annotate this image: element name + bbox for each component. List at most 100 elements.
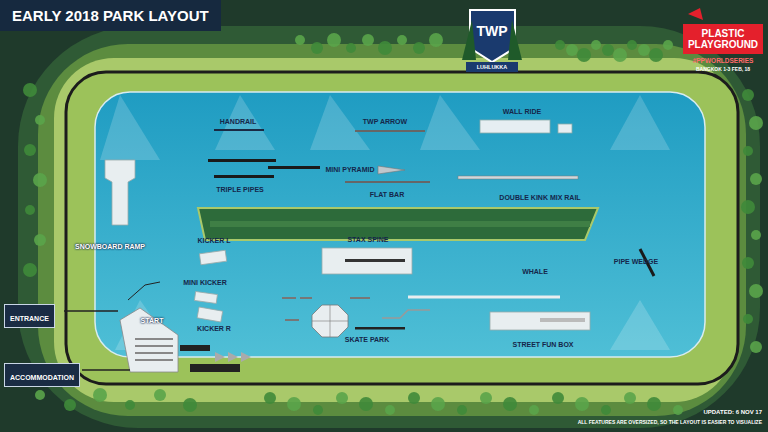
- light-beams: [100, 95, 670, 350]
- tree: [327, 33, 341, 47]
- feature-label: TWP: [476, 24, 507, 39]
- tree: [601, 405, 611, 415]
- place-name: ACCOMMODATION: [10, 374, 74, 381]
- feature-label: BANGKOK 1-3 FEB, 18: [696, 67, 750, 73]
- tree: [25, 205, 35, 215]
- feature-label: MINI PYRAMID: [326, 166, 375, 174]
- feature-label: FLAT BAR: [370, 191, 404, 199]
- tree: [287, 397, 301, 411]
- tree: [663, 40, 673, 50]
- cable-track: [66, 72, 738, 384]
- tree: [749, 116, 763, 130]
- feature-label: MINI KICKER: [183, 279, 227, 287]
- tree: [742, 89, 754, 101]
- tree: [750, 341, 762, 353]
- tree: [503, 397, 517, 411]
- feature-label: ALL FEATURES ARE OVERSIZED, SO THE LAYOU…: [578, 420, 762, 426]
- tree: [359, 397, 373, 411]
- place-box: ENTRANCE: [4, 304, 55, 328]
- feature-label: SNOWBOARD RAMP: [75, 243, 145, 251]
- tree: [362, 34, 374, 46]
- inner-field: [54, 58, 734, 402]
- feature-label: TRIPLE PIPES: [216, 186, 263, 194]
- tree: [613, 48, 627, 62]
- tree: [555, 40, 565, 50]
- tree: [23, 83, 37, 97]
- tree: [673, 405, 683, 415]
- tree: [413, 42, 425, 54]
- tree: [566, 44, 578, 56]
- tree: [378, 41, 392, 55]
- tree: [93, 388, 107, 402]
- pp-figure: [688, 8, 703, 20]
- trees: [23, 33, 763, 415]
- tree: [602, 44, 614, 56]
- place-name: ENTRANCE: [10, 315, 49, 322]
- feature-label: START: [141, 317, 164, 325]
- feature-label: KICKER L: [197, 237, 230, 245]
- tree: [397, 35, 407, 45]
- tree: [23, 263, 37, 277]
- twp-trees: [462, 20, 522, 60]
- tree: [647, 397, 661, 411]
- tree: [64, 399, 76, 411]
- tree: [295, 35, 305, 45]
- twp-shield: [470, 10, 515, 62]
- tree: [385, 405, 395, 415]
- feature-label: PLASTIC PLAYGROUND: [685, 28, 761, 50]
- feature-label: SKATE PARK: [345, 336, 389, 344]
- tree: [264, 392, 276, 404]
- feature-label: STAX SPINE: [347, 236, 388, 244]
- tree: [743, 314, 753, 324]
- features: [64, 120, 654, 372]
- island-grass: [210, 221, 590, 227]
- feature-label: WHALE: [522, 268, 548, 276]
- tree: [750, 173, 762, 185]
- feature-label: KICKER R: [197, 325, 231, 333]
- tree: [183, 398, 197, 412]
- tree: [743, 146, 753, 156]
- feature-label: WALL RIDE: [503, 108, 541, 116]
- tree: [480, 392, 492, 404]
- tree: [33, 173, 47, 187]
- tree: [408, 392, 420, 404]
- tree: [35, 115, 45, 125]
- tree: [35, 390, 45, 400]
- tree: [336, 392, 348, 404]
- tree: [591, 40, 601, 50]
- place-box: ACCOMMODATION: [4, 363, 80, 387]
- lake: [95, 92, 705, 357]
- title-band: EARLY 2018 PARK LAYOUT: [0, 0, 221, 31]
- tree: [311, 42, 323, 54]
- island: [198, 208, 598, 240]
- tree: [552, 392, 564, 404]
- tree: [575, 397, 589, 411]
- feature-label: PIPE WEDGE: [614, 258, 658, 266]
- feature-label: TWP ARROW: [363, 118, 407, 126]
- feature-label: UPDATED: 6 NOV 17: [703, 409, 762, 416]
- tree: [154, 389, 166, 401]
- pp-logo-box: [683, 24, 763, 54]
- twp-banner: [466, 62, 518, 72]
- mid-field: [38, 44, 746, 416]
- tree: [742, 257, 754, 269]
- outer-field: [18, 26, 760, 428]
- tree: [751, 230, 761, 240]
- tree: [749, 284, 763, 298]
- feature-label: STREET FUN BOX: [512, 341, 573, 349]
- title: EARLY 2018 PARK LAYOUT: [12, 7, 209, 24]
- tree: [34, 234, 46, 246]
- tree: [638, 44, 650, 56]
- tree: [741, 200, 755, 214]
- feature-label: HANDRAIL: [220, 118, 257, 126]
- tree: [457, 405, 467, 415]
- feature-label: LUHLUKKA: [477, 64, 508, 70]
- tree: [624, 392, 636, 404]
- tree: [577, 48, 591, 62]
- tree: [627, 40, 637, 50]
- tree: [24, 144, 36, 156]
- tree: [431, 397, 445, 411]
- tree: [429, 33, 443, 47]
